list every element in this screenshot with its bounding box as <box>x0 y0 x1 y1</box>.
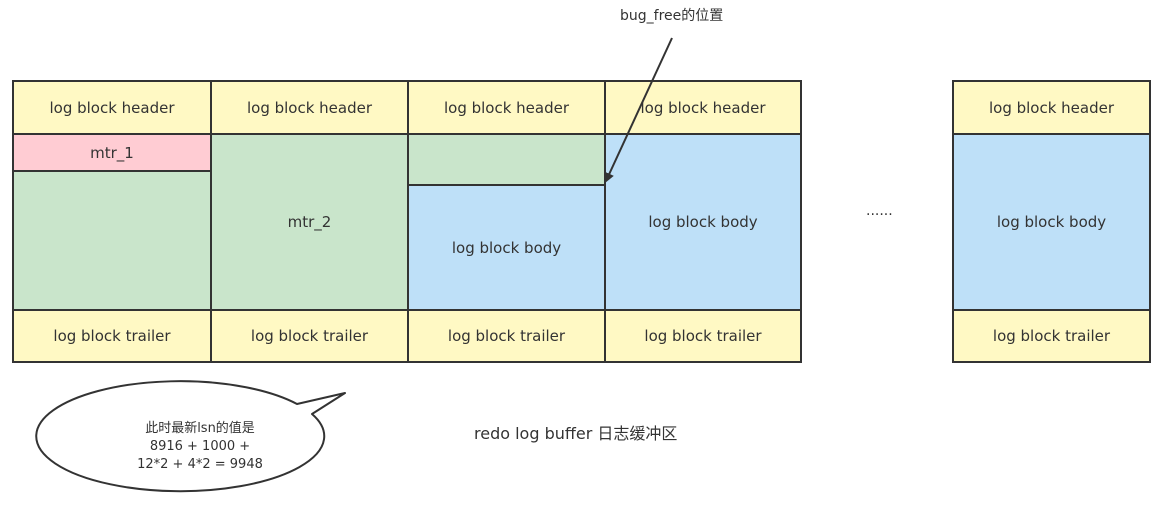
speech-bubble <box>35 380 346 493</box>
bubble-line-1: 此时最新lsn的值是 <box>145 421 255 436</box>
ellipsis: ...... <box>866 203 893 219</box>
bug-free-arrow <box>604 37 673 183</box>
bubble-line-2: 8916 + 1000 + <box>149 439 251 454</box>
bubble-line-3: 12*2 + 4*2 = 9948 <box>137 457 263 472</box>
block4-body: log block body <box>604 133 802 311</box>
blockN-body: log block body <box>952 133 1151 311</box>
bubble-text: 此时最新lsn的值是 8916 + 1000 + 12*2 + 4*2 = 99… <box>90 420 310 474</box>
block1-mtr2-region <box>12 170 212 311</box>
blockN-header: log block header <box>952 80 1151 135</box>
block2-mtr2: mtr_2 <box>210 133 409 311</box>
blockN-trailer: log block trailer <box>952 309 1151 363</box>
block1-header: log block header <box>12 80 212 135</box>
buffer-label: redo log buffer 日志缓冲区 <box>474 424 678 443</box>
block1-trailer: log block trailer <box>12 309 212 363</box>
block4-trailer: log block trailer <box>604 309 802 363</box>
block3-header: log block header <box>407 80 606 135</box>
bug-free-label: bug_free的位置 <box>620 8 724 24</box>
block4-header: log block header <box>604 80 802 135</box>
block3-body: log block body <box>407 184 606 311</box>
block3-mtr2-region <box>407 133 606 186</box>
